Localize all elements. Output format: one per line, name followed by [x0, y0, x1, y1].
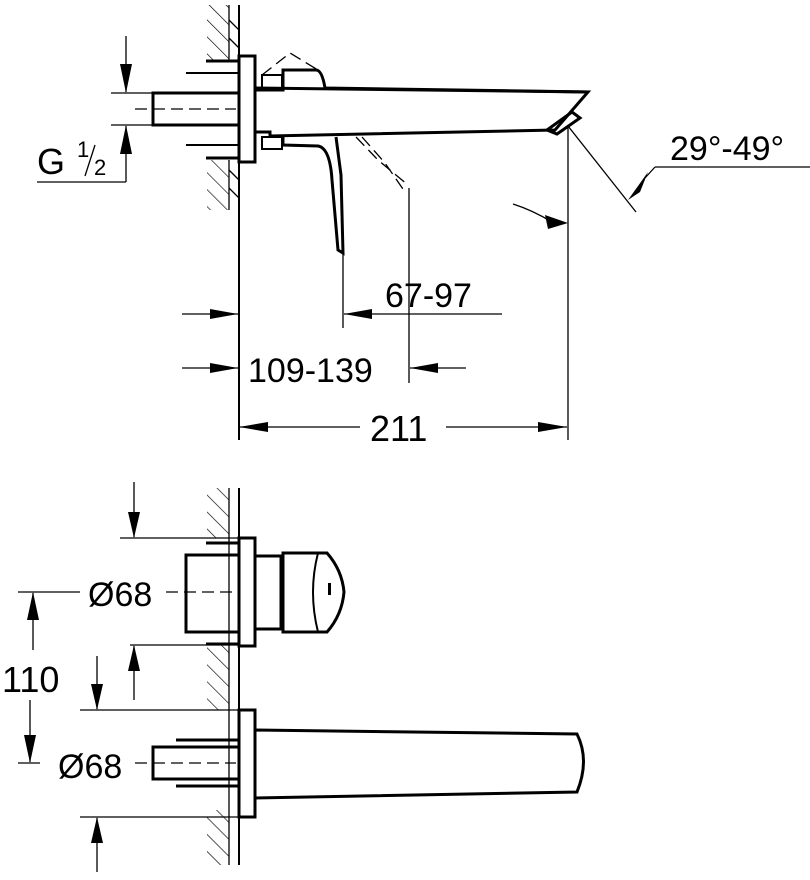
dim-rosette-bottom: Ø68 — [58, 656, 239, 872]
dim-spacing: 110 — [2, 591, 80, 764]
side-view: 29°-49° G 1 2 67-97 — [37, 5, 810, 449]
dim-rosette-top-label: Ø68 — [88, 576, 152, 614]
handle-rosette — [166, 536, 346, 648]
front-view: Ø68 Ø68 110 — [2, 482, 585, 872]
inlet-pipe — [135, 59, 241, 160]
wall-hatch-bottom — [207, 488, 240, 865]
spout-rosette — [135, 708, 585, 819]
thread-label-den: 2 — [94, 155, 106, 180]
dim-projection-label: 109-139 — [248, 352, 373, 390]
thread-label-g: G — [37, 141, 65, 182]
dim-rosette-bottom-label: Ø68 — [58, 748, 122, 786]
angle-annotation: 29°-49° — [512, 125, 810, 229]
thread-label-num: 1 — [77, 137, 89, 162]
dim-rosette-top: Ø68 — [88, 482, 239, 700]
angle-label: 29°-49° — [670, 130, 784, 168]
dim-lever-offset: 67-97 — [182, 277, 502, 319]
dim-projection: 109-139 — [182, 352, 466, 390]
dim-spout-length: 211 — [239, 408, 567, 449]
rosette-side — [237, 54, 257, 164]
dim-spacing-label: 110 — [2, 659, 59, 700]
dim-spout-length-label: 211 — [370, 408, 427, 449]
dim-lever-offset-label: 67-97 — [385, 277, 472, 315]
spout-body — [253, 52, 592, 256]
wall-hatch-top — [207, 5, 240, 440]
thread-dimension: G 1 2 — [37, 36, 153, 183]
